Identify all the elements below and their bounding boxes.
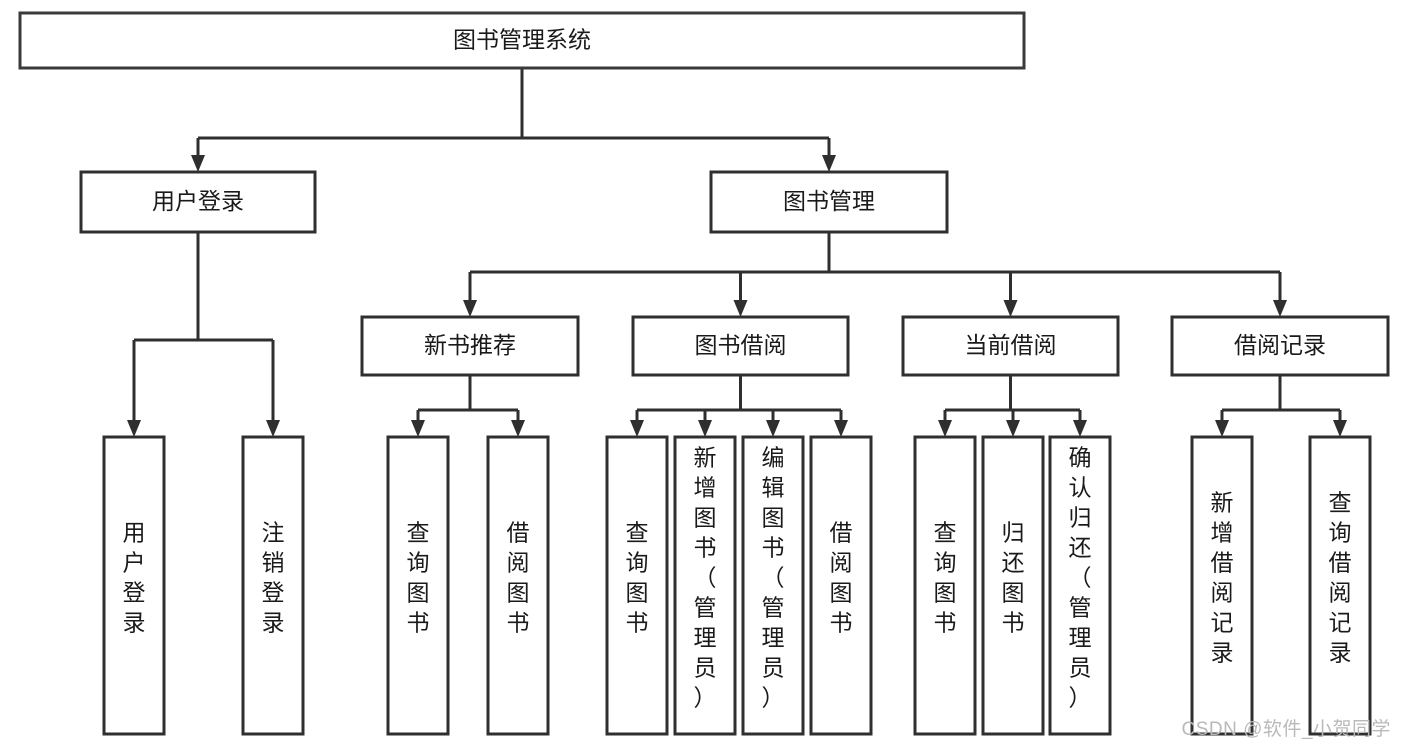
node-borrow-records[interactable]: 借阅记录 [1170, 315, 1390, 377]
arrow-head-n3-new-book-recommend-1 [511, 420, 525, 437]
arrow-head-n2-book-management-0 [463, 300, 477, 317]
node-box-user-login-login[interactable] [102, 435, 166, 736]
node-user-login-login[interactable]: 用户登录 [102, 435, 166, 736]
node-book-management[interactable]: 图书管理 [709, 170, 949, 234]
node-current-borrow[interactable]: 当前借阅 [901, 315, 1120, 377]
node-root[interactable]: 图书管理系统 [18, 11, 1026, 70]
node-current-return-book[interactable]: 归还图书 [981, 435, 1045, 736]
node-box-user-login-logout[interactable] [241, 435, 305, 736]
node-current-confirm-return[interactable]: 确认归还（管理员） [1048, 435, 1112, 736]
node-label-current-return-book: 归还图书 [1002, 520, 1025, 636]
arrow-head-n2-book-management-2 [1003, 300, 1018, 317]
node-user-login-logout[interactable]: 注销登录 [241, 435, 305, 736]
arrow-head-n3-borrow-records-0 [1215, 420, 1229, 437]
node-label-records-query-record: 查询借阅记录 [1329, 490, 1352, 666]
node-label-borrow-query-book: 查询图书 [626, 520, 649, 636]
node-label-current-borrow: 当前借阅 [965, 332, 1057, 358]
node-label-current-query-book: 查询图书 [934, 520, 957, 636]
node-recommend-query-book[interactable]: 查询图书 [386, 435, 450, 736]
node-box-current-confirm-return[interactable] [1048, 435, 1112, 736]
node-borrow-query-book[interactable]: 查询图书 [605, 435, 669, 736]
node-box-borrow-query-book[interactable] [605, 435, 669, 736]
node-label-book-management: 图书管理 [783, 188, 875, 214]
node-box-book-borrow[interactable] [631, 315, 850, 377]
arrow-head-n3-borrow-records-1 [1333, 420, 1347, 437]
node-label-current-confirm-return: 确认归还（管理员） [1069, 445, 1092, 711]
node-box-recommend-borrow-book[interactable] [486, 435, 550, 736]
node-box-recommend-query-book[interactable] [386, 435, 450, 736]
node-label-root: 图书管理系统 [453, 27, 591, 53]
node-label-records-add-record: 新增借阅记录 [1211, 490, 1234, 666]
node-box-current-borrow[interactable] [901, 315, 1120, 377]
node-box-current-return-book[interactable] [981, 435, 1045, 736]
node-borrow-borrow-book[interactable]: 借阅图书 [809, 435, 873, 736]
node-box-records-add-record[interactable] [1190, 435, 1254, 736]
arrow-head-root-0 [191, 155, 205, 172]
node-user-login[interactable]: 用户登录 [79, 170, 317, 234]
node-records-query-record[interactable]: 查询借阅记录 [1308, 435, 1372, 736]
arrow-head-n2-user-login-1 [266, 420, 280, 437]
node-new-book-recommend[interactable]: 新书推荐 [360, 315, 580, 377]
node-box-user-login[interactable] [79, 170, 317, 234]
node-box-book-management[interactable] [709, 170, 949, 234]
node-box-current-query-book[interactable] [913, 435, 977, 736]
node-label-user-login: 用户登录 [152, 188, 244, 214]
node-box-borrow-records[interactable] [1170, 315, 1390, 377]
node-label-user-login-logout: 注销登录 [262, 520, 285, 636]
node-records-add-record[interactable]: 新增借阅记录 [1190, 435, 1254, 736]
node-box-root[interactable] [18, 11, 1026, 70]
node-box-records-query-record[interactable] [1308, 435, 1372, 736]
node-current-query-book[interactable]: 查询图书 [913, 435, 977, 736]
arrow-head-n3-current-borrow-1 [1006, 420, 1020, 437]
node-label-recommend-borrow-book: 借阅图书 [507, 520, 530, 636]
arrow-head-root-1 [822, 155, 836, 172]
arrow-head-n3-book-borrow-0 [630, 420, 644, 437]
arrow-head-n2-book-management-3 [1273, 300, 1287, 317]
node-box-borrow-edit-book[interactable] [741, 435, 805, 736]
arrow-head-n3-current-borrow-0 [938, 420, 952, 437]
arrow-head-n3-book-borrow-3 [834, 420, 848, 437]
node-borrow-edit-book[interactable]: 编辑图书（管理员） [741, 435, 805, 736]
node-book-borrow[interactable]: 图书借阅 [631, 315, 850, 377]
arrow-head-n3-current-borrow-2 [1073, 420, 1087, 437]
connector-layer [127, 68, 1347, 437]
arrow-head-n2-book-management-1 [733, 300, 748, 317]
node-box-new-book-recommend[interactable] [360, 315, 580, 377]
arrow-head-n2-user-login-0 [127, 420, 141, 437]
arrow-head-n3-new-book-recommend-0 [411, 420, 425, 437]
node-label-new-book-recommend: 新书推荐 [424, 332, 516, 358]
node-label-borrow-add-book: 新增图书（管理员） [694, 445, 717, 711]
node-label-borrow-borrow-book: 借阅图书 [830, 520, 853, 636]
node-box-borrow-add-book[interactable] [673, 435, 737, 736]
node-box-borrow-borrow-book[interactable] [809, 435, 873, 736]
node-label-user-login-login: 用户登录 [123, 520, 146, 636]
node-label-book-borrow: 图书借阅 [695, 332, 787, 358]
node-borrow-add-book[interactable]: 新增图书（管理员） [673, 435, 737, 736]
node-label-borrow-records: 借阅记录 [1234, 332, 1326, 358]
arrow-head-n3-book-borrow-2 [766, 420, 780, 437]
node-recommend-borrow-book[interactable]: 借阅图书 [486, 435, 550, 736]
arrow-head-n3-book-borrow-1 [698, 420, 712, 437]
node-label-recommend-query-book: 查询图书 [407, 520, 430, 636]
node-layer: 图书管理系统用户登录用户登录注销登录图书管理新书推荐查询图书借阅图书图书借阅查询… [18, 11, 1390, 736]
node-label-borrow-edit-book: 编辑图书（管理员） [762, 445, 785, 711]
